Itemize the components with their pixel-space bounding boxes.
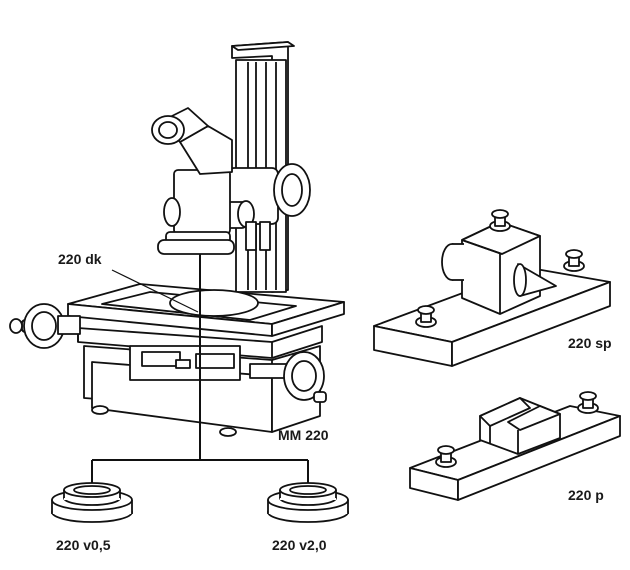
label-220-dk: 220 dk: [58, 251, 102, 267]
label-220-sp: 220 sp: [568, 335, 612, 351]
left-micrometer-knob: [9, 303, 81, 349]
label-220-v05: 220 v0,5: [56, 537, 111, 553]
microscope-head: [151, 107, 235, 255]
label-220-p: 220 p: [568, 487, 604, 503]
microscope-base: [83, 345, 321, 437]
label-mm-220: MM 220: [278, 427, 329, 443]
label-220-v20: 220 v2,0: [272, 537, 327, 553]
right-micrometer-knob: [249, 351, 327, 403]
accessory-branch: [91, 459, 309, 490]
accessory-220-v05: [51, 482, 133, 523]
accessory-220-sp: [373, 209, 611, 367]
accessory-220-p: [409, 391, 621, 501]
accessory-220-v20: [267, 482, 349, 523]
dk-leader-line: [111, 269, 199, 313]
measuring-microscope: [9, 41, 345, 460]
